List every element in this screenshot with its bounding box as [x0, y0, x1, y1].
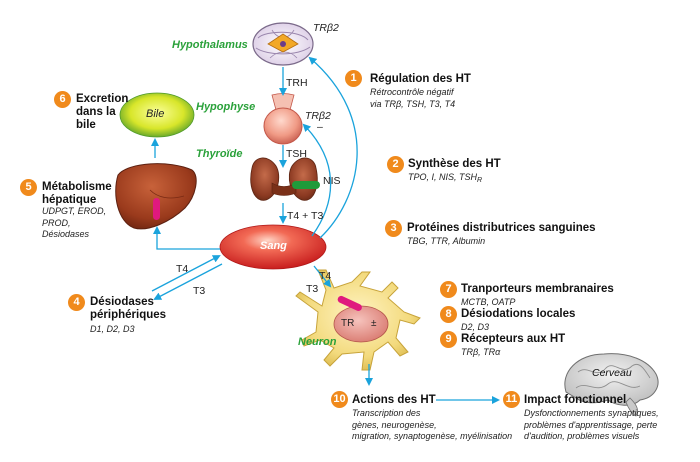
step-6-badge: 6 [54, 91, 71, 108]
step-11-title: Impact fonctionnel [524, 394, 627, 406]
arrow-peripheral-to-sang [151, 255, 221, 292]
step-3-title: Protéines distributrices sanguines [407, 222, 596, 234]
step-11-sub: Dysfonctionnements synaptiques, problème… [524, 408, 659, 441]
bile-text: Bile [146, 108, 165, 120]
step-2-sub-main: TPO, I, NIS, TSH [408, 172, 478, 182]
thyroid-illustration [250, 157, 320, 201]
trh-label: TRH [286, 77, 308, 89]
step-8-title: Désiodations locales [461, 308, 576, 320]
nis-label: NIS [323, 175, 341, 187]
step-10-badge: 10 [331, 391, 348, 408]
cerveau-text: Cerveau [592, 367, 632, 379]
step-8-badge: 8 [440, 306, 457, 323]
tr-beta2-pituitary: TRβ2 [305, 110, 331, 122]
step-4-title: Désiodases périphériques [90, 296, 167, 321]
step-1-title: Régulation des HT [370, 73, 471, 85]
sang-illustration [219, 224, 327, 270]
step-9-badge: 9 [440, 331, 457, 348]
step-9-title: Récepteurs aux HT [461, 333, 566, 345]
t4-left-label: T4 [176, 263, 189, 275]
liver-illustration [115, 163, 197, 230]
step-5-title: Métabolisme hépatique [42, 181, 112, 206]
t3-left-label: T3 [193, 285, 206, 297]
sang-text: Sang [260, 240, 287, 252]
arrows-group [151, 56, 500, 404]
step-4-sub: D1, D2, D3 [90, 324, 135, 334]
arrow-sang-to-peripheral [153, 263, 223, 300]
t4-right-label: T4 [319, 270, 332, 282]
step-2-sub: TPO, I, NIS, TSHR [408, 172, 482, 187]
step-6-title: Excretion dans la bile [76, 93, 129, 131]
neuron-illustration [295, 269, 421, 371]
step-10-sub: Transcription des gènes, neurogenèse, mi… [352, 408, 513, 441]
arrow-feedback-hypothalamus [308, 56, 358, 239]
step-1-badge: 1 [345, 70, 362, 87]
step-4-badge: 4 [68, 294, 85, 311]
tr-cell-label: TR [341, 318, 355, 329]
step-11-badge: 11 [503, 391, 520, 408]
bile-illustration [119, 92, 195, 138]
step-5-badge: 5 [20, 179, 37, 196]
step-2-title: Synthèse des HT [408, 158, 501, 170]
step-2-badge: 2 [387, 156, 404, 173]
step-3-badge: 3 [385, 220, 402, 237]
neuron-label: Neuron [298, 336, 337, 348]
step-7-sub: MCTB, OATP [461, 297, 516, 307]
arrow-sang-neuron [313, 265, 332, 288]
step-1-sub: Rétrocontrôle négatif via TRβ, TSH, T3, … [370, 87, 456, 109]
arrow-sang-liver [153, 226, 220, 250]
minus-sign: – [317, 121, 323, 133]
hypothalamus-label: Hypothalamus [172, 39, 248, 51]
tr-beta2-hypothalamus: TRβ2 [313, 22, 339, 34]
pm-cell-label: ± [371, 318, 377, 329]
step-2-sub-suffix: R [477, 177, 483, 184]
step-8-sub: D2, D3 [461, 322, 490, 332]
step-10-title: Actions des HT [352, 394, 436, 406]
step-7-title: Tranporteurs membranaires [461, 283, 614, 295]
pituitary-illustration [263, 93, 303, 145]
step-9-sub: TRβ, TRα [461, 347, 501, 357]
hypophyse-label: Hypophyse [196, 101, 256, 113]
step-5-sub: UDPGT, EROD, PROD, Désiodases [42, 206, 107, 239]
hypothalamus-illustration [252, 22, 314, 66]
thyroide-label: Thyroïde [196, 148, 243, 160]
step-7-badge: 7 [440, 281, 457, 298]
brain-illustration [564, 353, 659, 417]
t4-t3-label: T4 + T3 [287, 210, 324, 222]
t3-right-label: T3 [306, 283, 319, 295]
step-3-sub: TBG, TTR, Albumin [407, 236, 486, 246]
tsh-label: TSH [286, 148, 307, 160]
arrow-feedback-pituitary [302, 123, 332, 237]
